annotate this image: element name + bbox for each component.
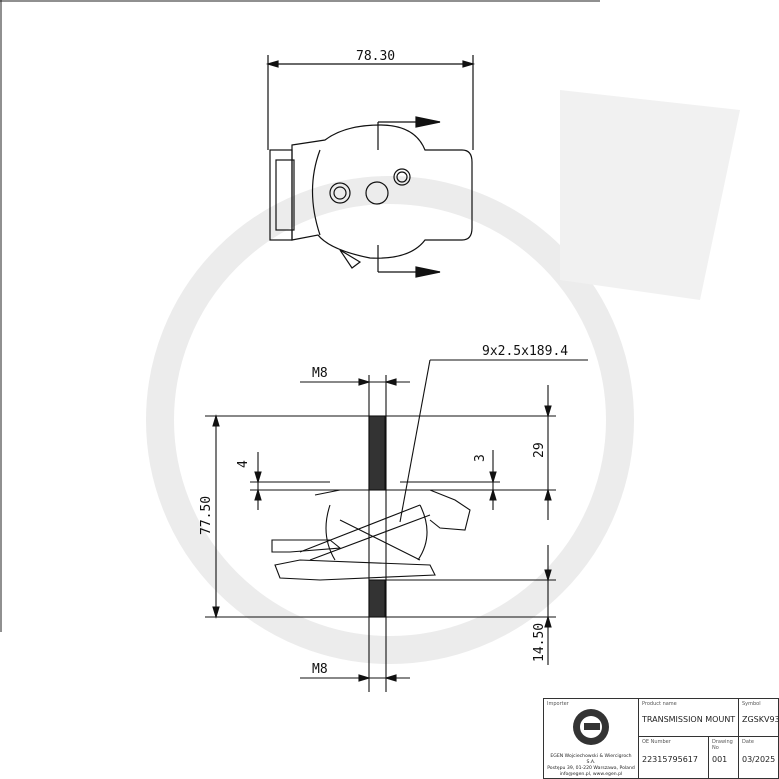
drawing-no: 001 <box>712 755 728 764</box>
date-label: Date <box>742 739 754 745</box>
thread-top-label: M8 <box>312 366 328 381</box>
symbol: ZGSKV930 <box>742 715 779 724</box>
spring-label: 9x2.5x189.4 <box>482 344 568 359</box>
date: 03/2025 <box>742 755 776 764</box>
symbol-cell: Symbol ZGSKV930 <box>738 699 779 737</box>
importer-label: Importer <box>547 701 569 707</box>
dim-right-small: 3 <box>473 454 488 462</box>
dim-total-height: 77.50 <box>199 496 214 535</box>
importer-logo <box>573 709 609 745</box>
dim-width: 78.30 <box>356 49 395 64</box>
dim-upper-stud: 29 <box>532 442 547 458</box>
address-line: info@egen.pl, www.egen.pl <box>559 772 623 777</box>
title-block: Importer EGEN Wojciechowski & Wiercigroc… <box>543 698 779 779</box>
importer-cell: Importer EGEN Wojciechowski & Wiercigroc… <box>544 699 638 778</box>
date-cell: Date 03/2025 <box>738 737 779 778</box>
side-view <box>205 359 588 692</box>
address-line: EGEN Wojciechowski & Wiercigroch S.A. <box>550 754 632 765</box>
oe-number-cell: OE Number 22315795617 <box>638 737 708 778</box>
oe-number-label: OE Number <box>642 739 671 745</box>
oe-number: 22315795617 <box>642 755 698 764</box>
symbol-label: Symbol <box>742 701 761 707</box>
drawing-no-cell: Drawing No 001 <box>708 737 738 778</box>
product-name: TRANSMISSION MOUNT <box>642 715 736 724</box>
address-line: Postępu 39, 01-220 Warszawa, Poland <box>547 766 635 771</box>
dim-lower-stud: 14.50 <box>532 623 547 662</box>
dim-left-small: 4 <box>236 460 251 468</box>
product-name-label: Product name <box>642 701 677 707</box>
importer-address: EGEN Wojciechowski & Wiercigroch S.A. Po… <box>546 754 636 778</box>
watermark-logo <box>146 90 740 664</box>
top-view <box>265 55 476 278</box>
thread-bottom-label: M8 <box>312 662 328 677</box>
product-name-cell: Product name TRANSMISSION MOUNT <box>638 699 738 737</box>
drawing-no-label: Drawing No <box>712 739 733 751</box>
